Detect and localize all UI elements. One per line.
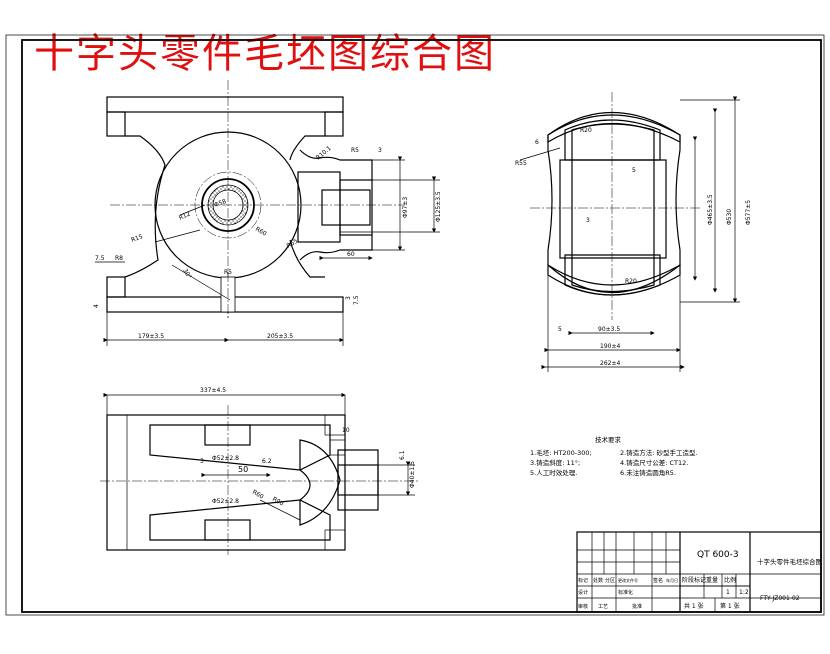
role-label: 工艺 [598, 604, 608, 610]
dim-text: R8 [115, 255, 123, 262]
row-label: 更改文件号 [618, 577, 638, 583]
scale: 1:2 [739, 589, 749, 596]
side-view-dims: R55 6 Φ465±3.5 Φ530 Φ577±5 5 90±3.5 190±… [515, 127, 752, 367]
part-name: 十字头零件毛坯综合图 [757, 557, 822, 566]
dim-text: R15 [130, 233, 144, 244]
qty: 1 [726, 589, 730, 596]
weight-label: 重量 [706, 576, 718, 584]
side-view [519, 92, 740, 372]
row-label: 处数 [593, 577, 603, 584]
dim-text: 179±3.5 [138, 333, 164, 340]
front-section-dims: 337±4.5 50 3 6.2 10 6.1 Φ52±2.8 Φ52±2.8 … [200, 387, 416, 508]
role-label: 审核 [578, 603, 588, 610]
dim-text: 6 [535, 139, 539, 146]
top-left-view [95, 80, 440, 346]
dim-text: Φ40±1.5 [409, 461, 416, 488]
dim-text: R12 [178, 210, 192, 221]
dim-text: Φ97±3 [402, 197, 409, 218]
dim-text: R5 [351, 147, 359, 154]
dim-text: 4 [93, 304, 100, 308]
dim-text: 60 [347, 251, 355, 258]
dim-text: 6.2 [262, 458, 272, 465]
dim-text: 262±4 [600, 360, 620, 367]
dim-text: 5 [632, 167, 636, 174]
dim-text: R60 [251, 489, 265, 501]
role-label: 标准化 [618, 589, 633, 596]
row-label: 年月日 [666, 577, 678, 583]
tech-item: 6.未注铸造圆角R5. [620, 468, 676, 477]
dim-text: 190±4 [600, 343, 620, 350]
dim-text: 205±3.5 [267, 333, 293, 340]
dim-text: 90±3.5 [598, 326, 620, 333]
dim-text: 3 [200, 458, 204, 465]
dim-text: Φ52±2.8 [212, 455, 239, 462]
row-label: 分区 [605, 577, 615, 584]
dim-text: 7.5 [353, 295, 360, 305]
dim-text: 5 [558, 326, 562, 333]
tech-item: 2.铸造方法: 砂型手工造型. [620, 448, 698, 457]
dim-text: Φ58 [213, 198, 227, 209]
tech-item: 5.人工时效处理. [530, 468, 577, 477]
dim-text: 337±4.5 [200, 387, 226, 394]
role-label: 设计 [578, 589, 588, 596]
tech-item: 1.毛坯: HT200-300; [530, 448, 592, 457]
top-left-dims: 7.5 R8 30° R15 R12 R60 R65 R10.1 Φ58 179… [93, 145, 442, 340]
dim-text: 3 [345, 296, 352, 300]
dim-text: R60 [254, 226, 268, 238]
drawing-no: FTY-JZ001-02 [760, 595, 800, 602]
dim-text: 30° [181, 268, 192, 281]
row-label: 标记 [578, 577, 588, 584]
dim-text: R20 [580, 127, 592, 134]
scale-label: 比例 [724, 576, 736, 584]
dim-text: Φ577±5 [745, 200, 752, 225]
dim-text: 50 [238, 465, 248, 474]
title-block-text: QT 600-3 十字头零件毛坯综合图 FTY-JZ001-02 阶段标记 重量… [578, 550, 822, 610]
dim-text: R5 [224, 269, 232, 276]
dim-text: R20 [625, 278, 637, 285]
dim-text: Φ530 [726, 209, 733, 225]
material: QT 600-3 [697, 550, 739, 560]
role-label: 批准 [632, 603, 642, 610]
title-block [576, 531, 822, 613]
dim-text: 10 [342, 427, 350, 434]
dim-text: Φ52±2.8 [212, 498, 239, 505]
dim-text: R10.1 [315, 145, 333, 162]
tech-requirements: 技术要求 1.毛坯: HT200-300; 3.铸造斜度: 11°; 5.人工时… [530, 435, 698, 477]
dim-text: Φ125±3.5 [435, 191, 442, 222]
stage-label: 阶段标记 [682, 576, 706, 584]
dim-text: R90 [271, 496, 285, 508]
front-section-view [100, 392, 420, 555]
dim-text: Φ465±3.5 [707, 194, 714, 225]
sheet-no: 第 1 张 [720, 602, 740, 610]
dim-text: R55 [515, 160, 527, 167]
tech-heading: 技术要求 [595, 435, 622, 444]
tech-item: 4.铸造尺寸公差: CT12. [620, 458, 688, 467]
dim-text: 7.5 [95, 255, 105, 262]
row-label: 签名 [653, 577, 663, 584]
tech-item: 3.铸造斜度: 11°; [530, 458, 580, 467]
sheets-total: 共 1 张 [684, 602, 704, 610]
sheet-frame [5, 34, 825, 616]
dim-text: 6.1 [399, 450, 406, 460]
dim-text: 3 [378, 147, 382, 154]
dim-text: 3 [586, 217, 590, 224]
